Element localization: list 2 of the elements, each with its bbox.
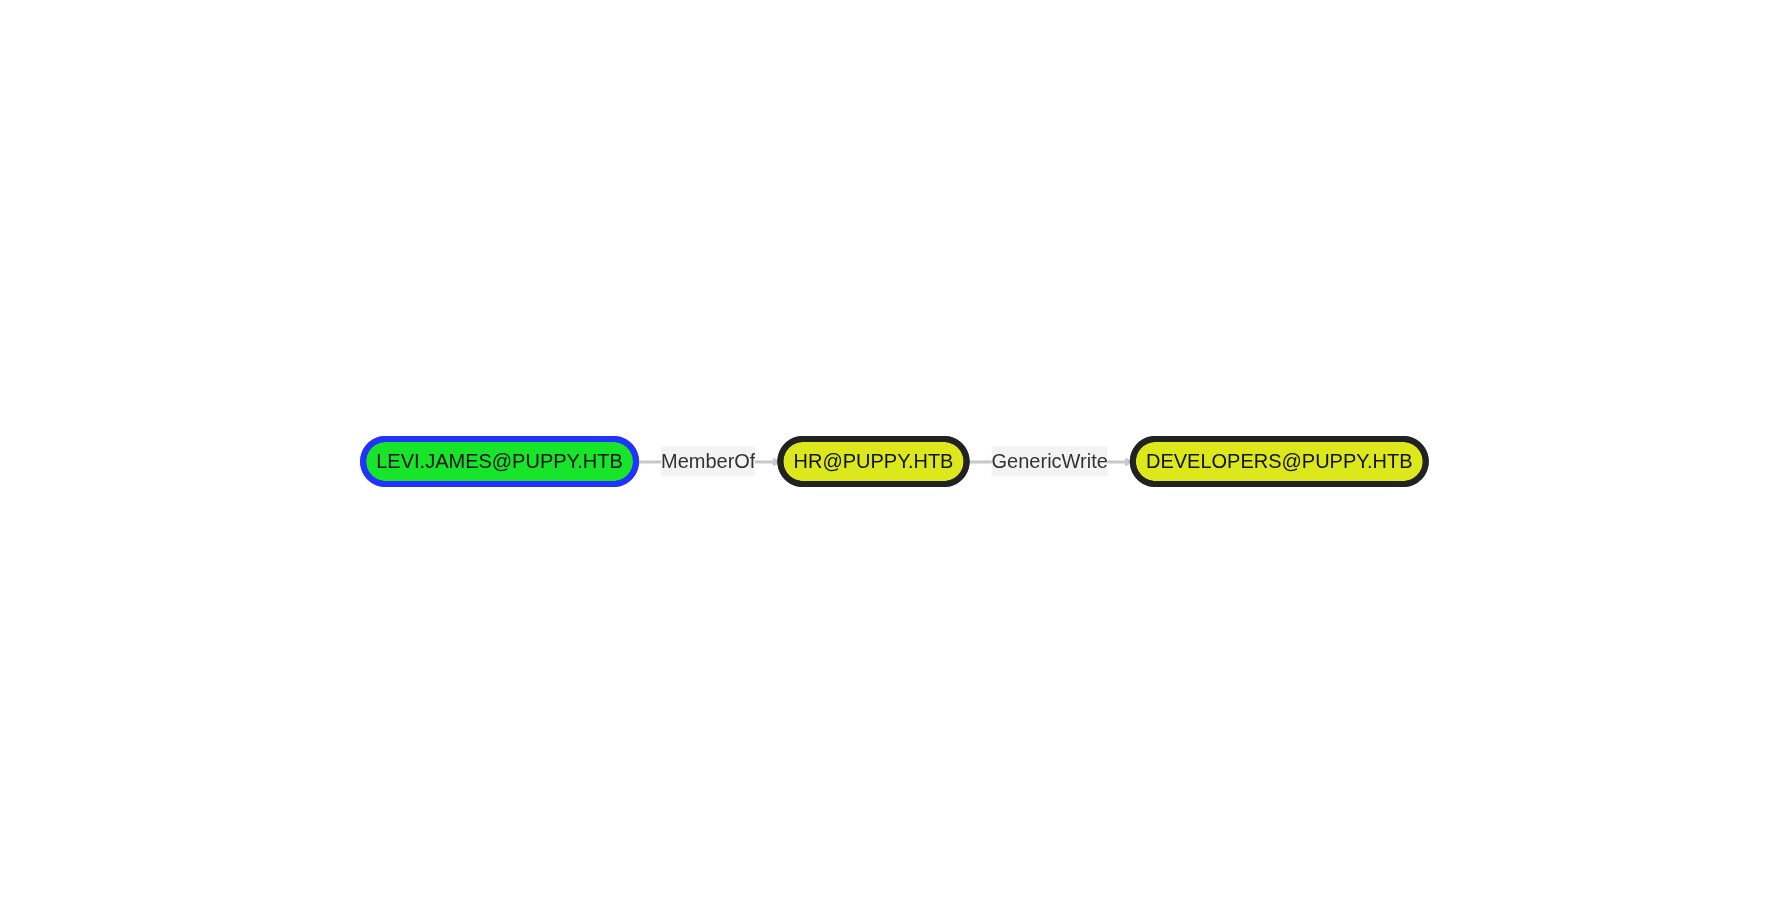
edge-label: MemberOf	[660, 449, 755, 472]
edge-label: GenericWrite	[991, 449, 1108, 472]
